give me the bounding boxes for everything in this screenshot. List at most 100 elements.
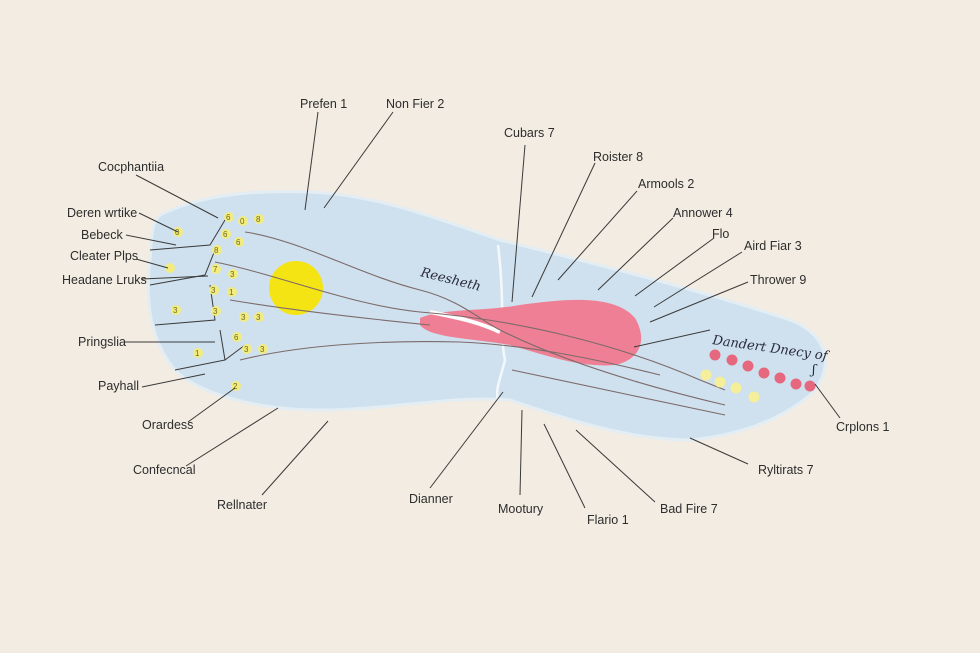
annotation-dandert-mark: ʃ	[809, 363, 818, 378]
toe-marker-label: 3	[230, 270, 235, 279]
pink-dot	[758, 367, 770, 379]
pink-dot	[804, 380, 816, 392]
leader-bebeck	[125, 234, 177, 246]
pink-dot-row	[709, 349, 816, 392]
label-prefen: Prefen 1	[300, 97, 347, 111]
leader-orardess	[187, 387, 236, 423]
toe-marker-label: 3	[244, 345, 249, 354]
toe-marker-label: 8	[256, 215, 261, 224]
toe-marker-label: 3	[241, 313, 246, 322]
toe-marker-label: 6	[226, 213, 231, 222]
leader-crplons	[814, 383, 841, 419]
toe-marker	[239, 312, 249, 322]
midfoot-crease	[495, 244, 507, 401]
leader-cocphantiia	[135, 174, 219, 219]
toe-marker	[224, 212, 234, 222]
leader-confecncal	[185, 407, 279, 467]
yellow-dot-row	[700, 369, 760, 403]
leader-payhall	[141, 373, 206, 388]
toe-marker-label: 3	[213, 307, 218, 316]
toe-marker	[209, 285, 219, 295]
toe-marker	[242, 344, 252, 354]
toe-marker	[254, 214, 264, 224]
leader-cubars	[511, 144, 526, 303]
toe-marker-label: 8	[214, 246, 219, 255]
toe-marker-label: 3	[211, 286, 216, 295]
yellow-dot	[700, 369, 712, 381]
leader-mootury	[519, 409, 523, 496]
toe-marker	[238, 216, 248, 226]
nerve-line-1	[244, 231, 501, 331]
pink-dot	[726, 354, 738, 366]
label-cocphantiia: Cocphantiia	[98, 160, 164, 174]
toe-marker-label: 7	[213, 265, 218, 274]
pink-muscle-region	[420, 299, 642, 366]
toe-marker	[234, 237, 244, 247]
label-aird-fiar: Aird Fiar 3	[744, 239, 802, 253]
nerve-line-2	[214, 261, 726, 391]
toe-marker	[212, 245, 222, 255]
toe-marker-label: 6	[234, 333, 239, 342]
nerve-line-5	[499, 329, 726, 406]
toe-divider-3	[154, 284, 216, 326]
toe-marker	[254, 312, 264, 322]
label-bebeck: Bebeck	[81, 228, 123, 242]
label-thrower: Thrower 9	[750, 273, 806, 287]
leader-dandert	[633, 329, 711, 348]
leader-flario	[543, 423, 586, 509]
label-mootury: Mootury	[498, 502, 544, 516]
toe-marker	[228, 269, 238, 279]
pink-dot	[790, 378, 802, 390]
leader-flo	[634, 237, 715, 297]
yellow-dot	[714, 376, 726, 388]
label-deren-wrtike: Deren wrtike	[67, 206, 137, 220]
toe-divider-5	[224, 344, 246, 361]
pink-dot	[742, 360, 754, 372]
toe-divider-2	[149, 249, 216, 286]
toe-marker	[227, 287, 237, 297]
nerve-line-4	[239, 341, 661, 376]
toe-marker-label: 1	[195, 349, 200, 358]
pink-dot	[709, 349, 721, 361]
label-rellnater: Rellnater	[217, 498, 267, 512]
leader-annower	[597, 217, 674, 291]
leader-ryltirats	[689, 437, 749, 465]
leader-cleater-pips	[135, 258, 169, 269]
leader-deren-wrtike	[138, 212, 179, 233]
leader-aird-fiar	[653, 251, 743, 308]
toe-marker	[211, 306, 221, 316]
leader-roister	[531, 162, 596, 298]
label-bad-fire: Bad Fire 7	[660, 502, 718, 516]
leader-lines	[124, 111, 841, 509]
toe-marker	[232, 332, 242, 342]
toe-marker	[171, 305, 181, 315]
label-orardess: Orardess	[142, 418, 193, 432]
label-roister: Roister 8	[593, 150, 643, 164]
label-headane-lruks: Headane Lruks	[62, 273, 147, 287]
toe-marker-label: 0	[175, 228, 180, 237]
leader-non-fier	[323, 111, 394, 209]
label-non-fier: Non Fier 2	[386, 97, 444, 111]
label-ryltirats: Ryltirats 7	[758, 463, 814, 477]
toe-marker-label: 3	[173, 306, 178, 315]
nerve-line-6	[511, 369, 726, 416]
leader-armools	[557, 190, 638, 281]
pink-dot	[774, 372, 786, 384]
label-flario: Flario 1	[587, 513, 629, 527]
yellow-dot	[748, 391, 760, 403]
toe-marker-label: 3	[256, 313, 261, 322]
label-crplons: Crplons 1	[836, 420, 890, 434]
label-annower: Annower 4	[673, 206, 733, 220]
label-cleater-pips: Cleater Plps	[70, 249, 138, 263]
leader-prefen	[304, 111, 319, 211]
toe-divider-1	[149, 219, 226, 251]
toe-marker	[221, 229, 231, 239]
label-flo: Flo	[712, 227, 729, 241]
label-pringslia: Pringslia	[78, 335, 126, 349]
label-dianner: Dianner	[409, 492, 453, 506]
leader-headane-lruks	[141, 275, 209, 280]
toe-marker-label: 2	[233, 382, 238, 391]
toe-marker	[165, 263, 175, 273]
label-cubars: Cubars 7	[504, 126, 555, 140]
